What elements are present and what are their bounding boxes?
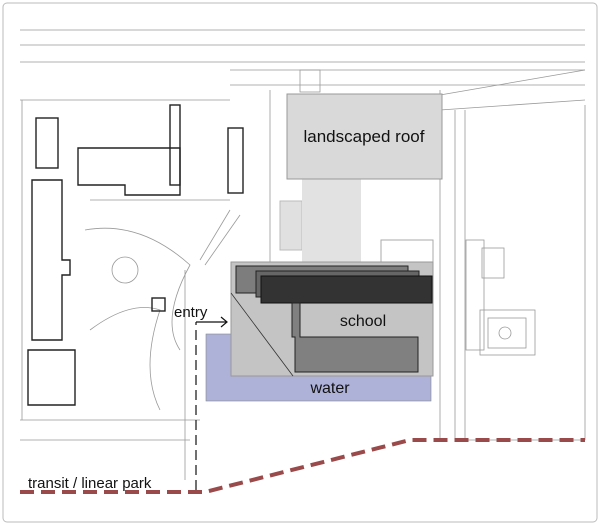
water-label: water <box>309 380 350 397</box>
annex-block <box>279 200 303 251</box>
entry-arrow <box>195 316 228 490</box>
transit-label: transit / linear park <box>28 475 152 492</box>
diagonal-edge <box>230 292 294 377</box>
context-linework <box>20 29 586 480</box>
side-block <box>380 239 434 263</box>
school-lower-wing <box>291 302 419 373</box>
existing-buildings <box>27 104 244 406</box>
courtyard-block <box>302 179 361 262</box>
school-label: school <box>340 313 386 330</box>
landscaped-roof <box>286 93 443 180</box>
school-wing-3 <box>260 275 433 304</box>
entry-label: entry <box>174 304 208 321</box>
transit-line <box>20 438 585 494</box>
landscaped-roof-label: landscaped roof <box>304 127 425 146</box>
